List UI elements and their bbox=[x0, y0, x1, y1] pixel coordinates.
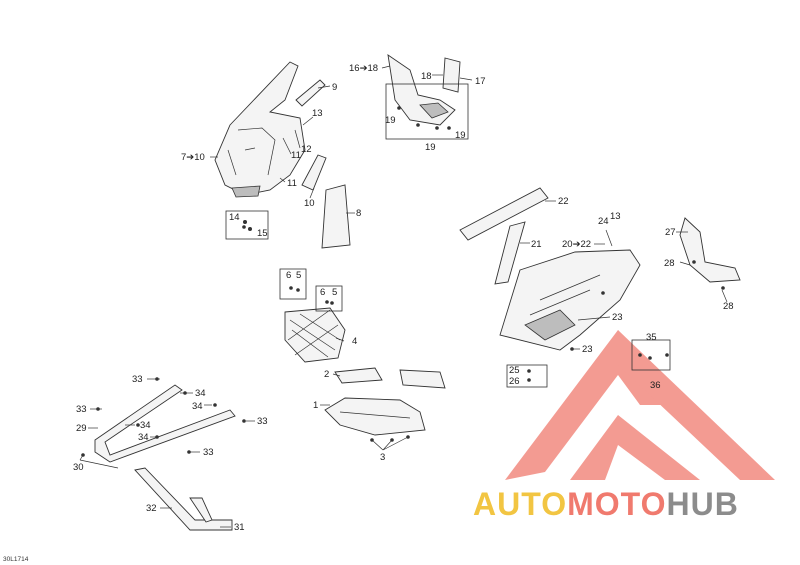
label-11b: 11 bbox=[287, 178, 297, 189]
part-31-bracket bbox=[189, 497, 213, 523]
part-2-strip-a bbox=[334, 367, 383, 384]
label-12: 12 bbox=[301, 144, 312, 155]
label-27: 27 bbox=[665, 227, 676, 238]
label-13b: 13 bbox=[610, 211, 621, 222]
label-28a: 28 bbox=[664, 258, 675, 269]
label-35: 35 bbox=[646, 332, 657, 343]
label-19b: 19 bbox=[425, 142, 436, 153]
label-34c: 34 bbox=[140, 420, 151, 431]
label-2: 2 bbox=[324, 369, 329, 380]
label-17: 17 bbox=[475, 76, 486, 87]
part-27-bracket bbox=[679, 217, 741, 283]
label-26: 26 bbox=[509, 376, 520, 387]
label-16-18: 16➔18 bbox=[349, 63, 378, 74]
brand-part-moto: MOTO bbox=[567, 486, 667, 522]
label-13: 13 bbox=[312, 108, 323, 119]
label-14: 14 bbox=[229, 212, 240, 223]
part-side-panel-20-22 bbox=[499, 249, 641, 351]
part-labels: 9 13 11 12 7➔10 11 10 8 14 15 16➔18 18 1… bbox=[73, 63, 734, 533]
label-34b: 34 bbox=[192, 401, 203, 412]
label-1: 1 bbox=[313, 400, 318, 411]
label-6b: 6 bbox=[320, 287, 325, 298]
part-29-bumper-frame bbox=[94, 384, 236, 463]
reference-code: 30L1714 bbox=[3, 556, 29, 563]
label-18: 18 bbox=[421, 71, 432, 82]
fasteners bbox=[81, 106, 725, 457]
label-15: 15 bbox=[257, 228, 268, 239]
label-34a: 34 bbox=[195, 388, 206, 399]
label-29: 29 bbox=[76, 423, 87, 434]
watermark-logo-mark bbox=[505, 330, 775, 480]
brand-part-hub: HUB bbox=[666, 486, 739, 522]
label-3: 3 bbox=[380, 452, 385, 463]
label-33c: 33 bbox=[257, 416, 268, 427]
label-10: 10 bbox=[304, 198, 315, 209]
label-25: 25 bbox=[509, 365, 520, 376]
part-14-15-box bbox=[225, 210, 269, 240]
part-35-36-box bbox=[631, 339, 671, 371]
label-11: 11 bbox=[291, 150, 301, 161]
part-4-grille bbox=[284, 307, 346, 363]
label-19a: 19 bbox=[385, 115, 396, 126]
label-20-22: 20➔22 bbox=[562, 239, 591, 250]
label-30: 30 bbox=[73, 462, 84, 473]
part-6-5-box-b bbox=[315, 285, 343, 312]
part-32-bracket bbox=[134, 467, 233, 531]
leader-lines bbox=[79, 65, 728, 528]
label-21: 21 bbox=[531, 239, 542, 250]
label-7-10: 7➔10 bbox=[181, 152, 205, 163]
label-36: 36 bbox=[650, 380, 661, 391]
part-1-lower-panel bbox=[324, 397, 426, 436]
part-8-panel bbox=[321, 184, 351, 249]
watermark-brand-text: AUTOMOTOHUB bbox=[473, 486, 739, 523]
label-9: 9 bbox=[332, 82, 337, 93]
label-8: 8 bbox=[356, 208, 361, 219]
label-23b: 23 bbox=[582, 344, 593, 355]
part-21-strip bbox=[494, 221, 526, 285]
label-5b: 5 bbox=[332, 287, 337, 298]
part-17-bracket bbox=[442, 57, 461, 93]
brand-part-auto: AUTO bbox=[473, 486, 568, 522]
label-22: 22 bbox=[558, 196, 569, 207]
part-22-strip bbox=[459, 187, 549, 241]
label-33b: 33 bbox=[76, 404, 87, 415]
label-31: 31 bbox=[234, 522, 245, 533]
label-34d: 34 bbox=[138, 432, 149, 443]
part-10-strip bbox=[301, 154, 327, 191]
label-5a: 5 bbox=[296, 270, 301, 281]
part-fairing-side bbox=[214, 61, 306, 198]
label-24: 24 bbox=[598, 216, 609, 227]
part-9-strip bbox=[295, 79, 326, 107]
label-19c: 19 bbox=[455, 130, 466, 141]
part-6-5-box-a bbox=[279, 268, 307, 300]
part-16-18-box bbox=[385, 83, 469, 140]
part-25-26-box bbox=[506, 364, 548, 388]
label-33d: 33 bbox=[203, 447, 214, 458]
label-33a: 33 bbox=[132, 374, 143, 385]
label-28b: 28 bbox=[723, 301, 734, 312]
label-4: 4 bbox=[352, 336, 357, 347]
label-6a: 6 bbox=[286, 270, 291, 281]
label-32: 32 bbox=[146, 503, 157, 514]
part-2-strip-b bbox=[399, 369, 446, 389]
label-23a: 23 bbox=[612, 312, 623, 323]
